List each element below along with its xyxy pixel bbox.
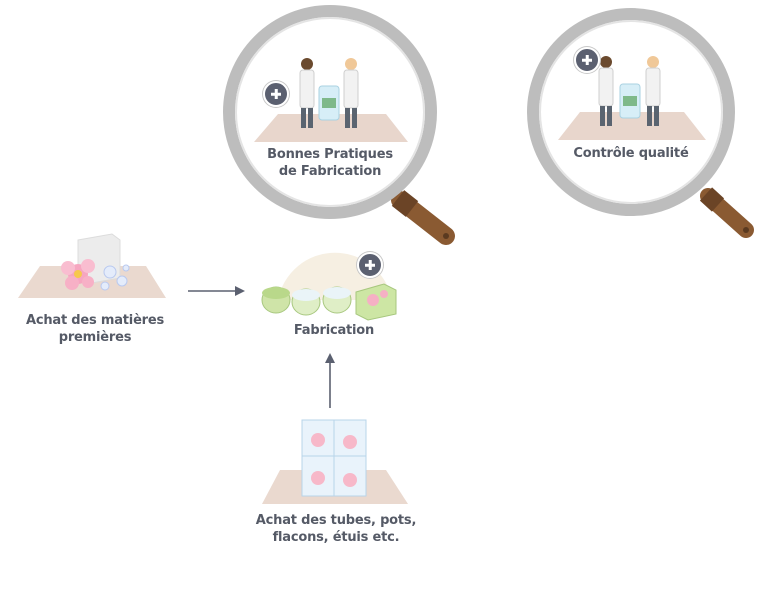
raw-materials-label: Achat des matières premières xyxy=(25,313,165,345)
gmp-plus-button[interactable] xyxy=(263,81,289,107)
qc-plus-button[interactable] xyxy=(574,47,600,73)
qc-label: Contrôle qualité xyxy=(573,146,689,161)
fabrication-plus-button[interactable] xyxy=(357,252,383,278)
fabrication-label: Fabrication xyxy=(293,323,375,338)
gmp-label: Bonnes Pratiques de Fabrication xyxy=(267,147,393,179)
packaging-label: Achat des tubes, pots, flacons, étuis et… xyxy=(255,513,417,545)
